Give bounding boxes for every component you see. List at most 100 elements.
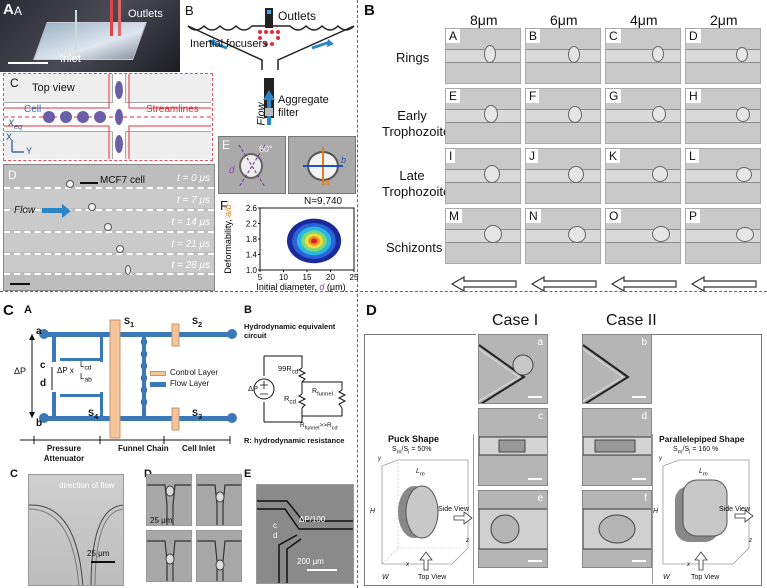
e-a: a	[325, 177, 331, 187]
s2-s: S	[192, 316, 199, 326]
case-image-letter: d	[641, 411, 647, 422]
parallel-side-view: Side View	[719, 506, 751, 513]
cell-image-c: C	[605, 28, 681, 84]
xeq-x: X	[8, 118, 15, 128]
device-schematic	[187, 8, 355, 125]
x-axis-label-unit: (μm)	[324, 282, 345, 292]
f-n-label: N=9,740	[304, 196, 343, 207]
case-image-c: c	[478, 408, 548, 486]
micro-e-scale: 200 μm	[297, 557, 324, 566]
cell-t7	[88, 203, 96, 211]
parallel-z: z	[749, 538, 752, 544]
rcd-r: R	[284, 394, 290, 403]
direction-flow-label: direction of flow	[59, 481, 115, 490]
r99-sub: cd	[291, 368, 299, 376]
schematic-tag-a: A	[24, 304, 32, 316]
cell-image-letter: L	[686, 149, 699, 163]
parallel-ratio-sub2: i	[689, 449, 691, 456]
flow-arrow	[42, 208, 64, 213]
y-axis-label-var: a/b	[223, 204, 233, 217]
rfunnel-r: R	[312, 388, 318, 395]
rbc-cell	[568, 225, 586, 243]
micro-d-image	[146, 530, 192, 582]
row-label-early: Early Trophozoites	[382, 108, 457, 139]
cell-t0	[66, 180, 74, 188]
case-1-label: Case I	[492, 312, 539, 329]
circuit-tag: B	[244, 304, 252, 316]
top-view-tag: C	[10, 76, 19, 90]
cell-image-letter: F	[526, 89, 540, 103]
cell-image-letter: B	[526, 29, 541, 43]
cell-t14	[104, 223, 112, 231]
parallel-w: W	[663, 574, 670, 581]
streamlines-label: Streamlines	[146, 104, 199, 115]
s2-sub: 2	[198, 319, 203, 329]
rfunnel-label: Rfunnel	[312, 388, 333, 397]
cell-image-g: G	[605, 88, 681, 144]
micro-e-d: d	[273, 531, 278, 540]
node-d: d	[40, 378, 47, 389]
parallel-ratio-val: = 160 %	[690, 446, 719, 453]
cell-t21	[116, 245, 124, 253]
rbc-cell	[652, 46, 664, 62]
top-view-title: Top view	[32, 82, 75, 94]
cell-image-letter: A	[446, 29, 461, 43]
r99-label: 99Rcd	[278, 364, 298, 376]
delta-p-x-label: ΔP x	[57, 366, 74, 375]
section-funnel: Funnel Chain	[118, 444, 169, 453]
y-axis-label-pre: Deformability,	[223, 217, 233, 274]
cell-image-letter: G	[606, 89, 622, 103]
x-tick-label: 10	[279, 273, 288, 282]
f-tag: F	[220, 198, 228, 213]
cell-t28	[125, 265, 131, 275]
time-14: t = 14 μs	[171, 217, 210, 228]
col-header-4: 4μm	[630, 12, 658, 28]
circuit-diagram	[253, 355, 347, 423]
e-b: b	[341, 155, 347, 165]
lcd-label: Lcd	[80, 360, 91, 372]
micro-c-scale: 25 μm	[87, 549, 110, 558]
legend-flow-swatch	[150, 382, 166, 387]
cell-image-letter: K	[606, 149, 621, 163]
puck-top-view: Top View	[418, 574, 447, 581]
micro-e-c: c	[273, 521, 277, 530]
rbc-cell	[736, 106, 750, 122]
flow-label: Flow	[14, 205, 36, 216]
dp-circuit-label: ΔP	[248, 384, 259, 393]
x-axis-label: Initial diameter, d (μm)	[256, 282, 345, 292]
panel-letter-a: A	[3, 1, 14, 18]
x-axis-label-var: d	[319, 282, 325, 292]
cell-image-e: E	[445, 88, 521, 144]
panel-c: C A a b c d ΔP ΔP x Lcd Lab S1 S2 S3	[0, 294, 358, 588]
lab-sub: ab	[84, 376, 92, 384]
time-7: t = 7 μs	[177, 195, 210, 206]
row-label-late: Late Trophozoites	[382, 168, 457, 199]
rbc-cell	[484, 165, 500, 183]
case-image-a: a	[478, 334, 548, 404]
case-image-d: d	[582, 408, 652, 486]
puck-shape-box: Puck Shape Sm/Si = 50% Side View Top Vie…	[368, 434, 474, 584]
xeq-sub: eq	[14, 121, 23, 131]
case-image-e: e	[478, 490, 548, 568]
s3-sub: 3	[198, 411, 203, 421]
puck-l: Lm	[416, 468, 425, 477]
rbc-cell	[736, 226, 754, 242]
cell-image-letter: J	[526, 149, 538, 163]
rbc-cell	[568, 165, 584, 183]
y-tick-label: 2.2	[246, 220, 258, 229]
xeq-label: Xeq	[8, 118, 22, 131]
puck-z: z	[466, 538, 469, 544]
rcd-label: Rcd	[284, 394, 296, 406]
y-tick-label: 1.0	[246, 266, 258, 275]
col-header-8: 8μm	[470, 12, 498, 28]
cell-image-letter: O	[606, 209, 622, 223]
cell-image-letter: P	[686, 209, 701, 223]
y-tick-label: 1.4	[246, 251, 258, 260]
parallel-l: Lm	[699, 468, 708, 477]
panel-a: A A Outlets Inlet B Outlets Inertial foc…	[0, 0, 358, 292]
case-image-b: b	[582, 334, 652, 404]
micro-c-tag: C	[10, 468, 18, 480]
r99-r: 99R	[278, 364, 292, 373]
rbc-cell	[484, 105, 498, 123]
